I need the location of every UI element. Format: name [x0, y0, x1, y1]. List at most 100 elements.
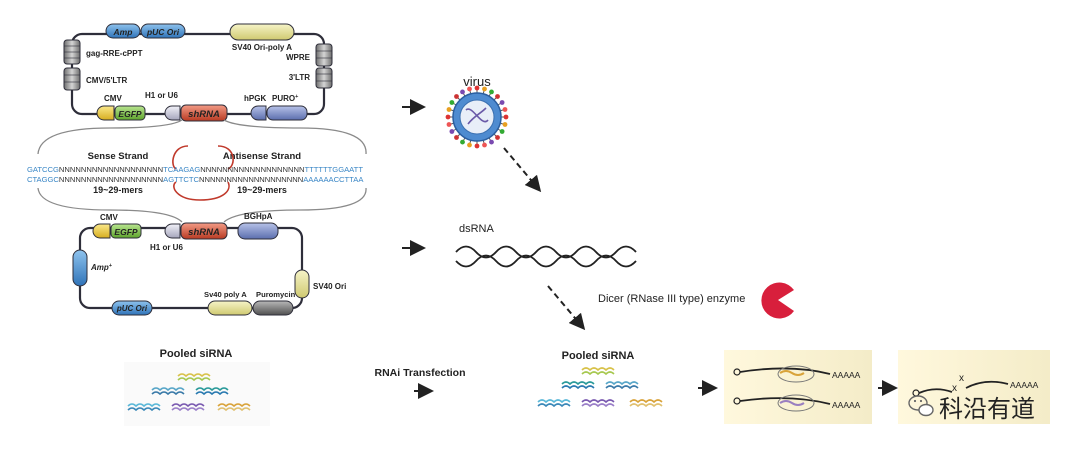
virus-spike-head: [502, 107, 508, 112]
v2-cmv-element: [92, 223, 111, 239]
pooled-sirna-left: [127, 373, 251, 412]
upper-right-brace: [223, 119, 367, 155]
egfp-element: EGFP: [114, 105, 146, 121]
3ltr-element: 3'LTR: [289, 67, 333, 89]
dicer-label: Dicer (RNase III type) enzyme: [598, 293, 745, 305]
v2-egfp-element: EGFP: [110, 223, 142, 239]
puro-label: PURO+: [272, 94, 298, 103]
cleaved-polya-tail: AAAAA: [1010, 380, 1039, 390]
sirna-strand: [605, 385, 639, 390]
sirna-strand: [195, 387, 229, 392]
h1-u6-promoter-element: [164, 105, 181, 121]
virus-spike-head: [482, 142, 487, 148]
3ltr-label: 3'LTR: [289, 73, 311, 82]
virus-spike-head: [495, 135, 500, 140]
lentiviral-vector-map: Amp pUC Ori SV40 Ori-poly A gag-RRE-cPPT…: [63, 23, 333, 122]
virus-spike-head: [474, 143, 480, 149]
sirna-strand: [629, 399, 663, 404]
v2-shrna-label: shRNA: [188, 227, 220, 238]
loop-bottom-arc: [173, 181, 230, 201]
virus-spike-head: [467, 142, 472, 148]
virus-spike-head: [446, 122, 452, 127]
v2-puc-ori-label: pUC Ori: [116, 304, 148, 313]
pooled-sirna-left-label: Pooled siRNA: [160, 348, 233, 360]
v2-puromycin-label: Puromycin: [256, 290, 296, 299]
polya-tail-2: AAAAA: [832, 400, 861, 410]
sirna-strand: [171, 407, 205, 412]
puc-ori-label: pUC Ori: [146, 27, 180, 37]
sirna-strand: [581, 403, 615, 408]
top-strand-seq: GATCCGNNNNNNNNNNNNNNNNNNNTCAAGAGNNNNNNNN…: [27, 165, 363, 174]
wechat-logo-icon: [908, 395, 934, 417]
amp-label: Amp: [113, 27, 133, 37]
pooled-sirna-right: [537, 367, 663, 408]
risc-panel-bg: [724, 350, 872, 424]
bottom-strand-seq: CTAGGCNNNNNNNNNNNNNNNNNNNAGTTCTCNNNNNNNN…: [27, 175, 364, 184]
shrna-label: shRNA: [188, 109, 220, 120]
sirna-strand: [581, 371, 615, 376]
sirna-strand: [217, 403, 251, 408]
hpgk-promoter-element: [250, 105, 267, 121]
virus-spike-head: [460, 89, 465, 95]
sv40-ori-polya-label: SV40 Ori-poly A: [232, 43, 292, 52]
cmv-promoter-element: [96, 105, 115, 121]
sirna-strand: [127, 407, 161, 412]
amp-element: Amp: [105, 23, 141, 39]
plasmid-vector-map: CMV EGFP H1 or U6 shRNA BGHpA Amp+ SV40 …: [72, 212, 346, 316]
bghpa-element: BGHpA: [237, 212, 279, 240]
sirna-strand: [537, 403, 571, 408]
lower-right-brace: [223, 187, 367, 223]
sirna-strand: [171, 403, 205, 408]
virus-spike-head: [445, 114, 451, 120]
dsrna-label: dsRNA: [459, 223, 495, 235]
sense-mers-label: 19~29-mers: [93, 185, 143, 195]
v2-sv40-polya-label: Sv40 poly A: [204, 290, 247, 299]
virus-spike-head: [502, 122, 508, 127]
wechat-watermark: 科沿有道: [908, 395, 1035, 423]
sirna-strand: [629, 403, 663, 408]
v2-shrna-element: shRNA: [180, 222, 228, 240]
virus-spike-head: [489, 89, 494, 95]
cleavage-mark-1: x: [952, 383, 957, 394]
dsrna-strand-top: [455, 245, 637, 259]
cmv-5ltr-label: CMV/5'LTR: [86, 76, 128, 85]
cmv-5ltr-element: CMV/5'LTR: [63, 67, 128, 91]
antisense-mers-label: 19~29-mers: [237, 185, 287, 195]
v2-amp-label: Amp+: [90, 263, 113, 272]
virus-spike-head: [499, 100, 505, 105]
hairpin-sequence: Sense Strand Antisense Strand GATCCGNNNN…: [27, 145, 364, 201]
dsrna-to-sirna-arrow: [547, 285, 586, 331]
cleaved-fragment-5p: [918, 388, 953, 394]
v2-puc-ori-element: pUC Ori: [111, 300, 153, 316]
sirna-strand: [151, 387, 185, 392]
dsrna-illustration: dsRNA: [455, 223, 637, 268]
risc-binding-panel: AAAAA AAAAA: [724, 350, 872, 424]
gag-rre-cppt-element: gag-RRE-cPPT: [63, 39, 143, 65]
dicer-pacman-icon: [761, 282, 794, 319]
bghpa-label: BGHpA: [244, 212, 273, 221]
virus-spike-head: [474, 85, 480, 91]
virus-spikes: [445, 85, 509, 149]
sirna-strand: [537, 399, 571, 404]
loop-top-arc: [172, 145, 234, 170]
virus-core: [459, 99, 495, 135]
v2-h1-u6-element: [164, 223, 181, 239]
shrna-element: shRNA: [180, 104, 228, 122]
sirna-strand: [605, 381, 639, 386]
sv40-ori-polya-element: SV40 Ori-poly A: [229, 23, 295, 52]
sirna-strand: [177, 377, 211, 382]
lower-left-brace: [37, 187, 183, 223]
sirna-strand: [217, 407, 251, 412]
virus-spike-head: [503, 114, 509, 120]
wpre-element: WPRE: [286, 43, 333, 67]
virus-spike-head: [482, 86, 487, 92]
virus-spike-head: [446, 107, 452, 112]
v2-puromycin-element: Puromycin: [252, 290, 296, 316]
sirna-strand: [581, 367, 615, 372]
cleavage-mark-2: x: [959, 373, 964, 384]
virus-spike-head: [499, 129, 505, 134]
v2-sv40-polya-element: Sv40 poly A: [204, 290, 253, 316]
watermark-text: 科沿有道: [939, 396, 1035, 423]
polya-tail-1: AAAAA: [832, 370, 861, 380]
mrna-with-risc-2: AAAAA: [733, 394, 861, 412]
